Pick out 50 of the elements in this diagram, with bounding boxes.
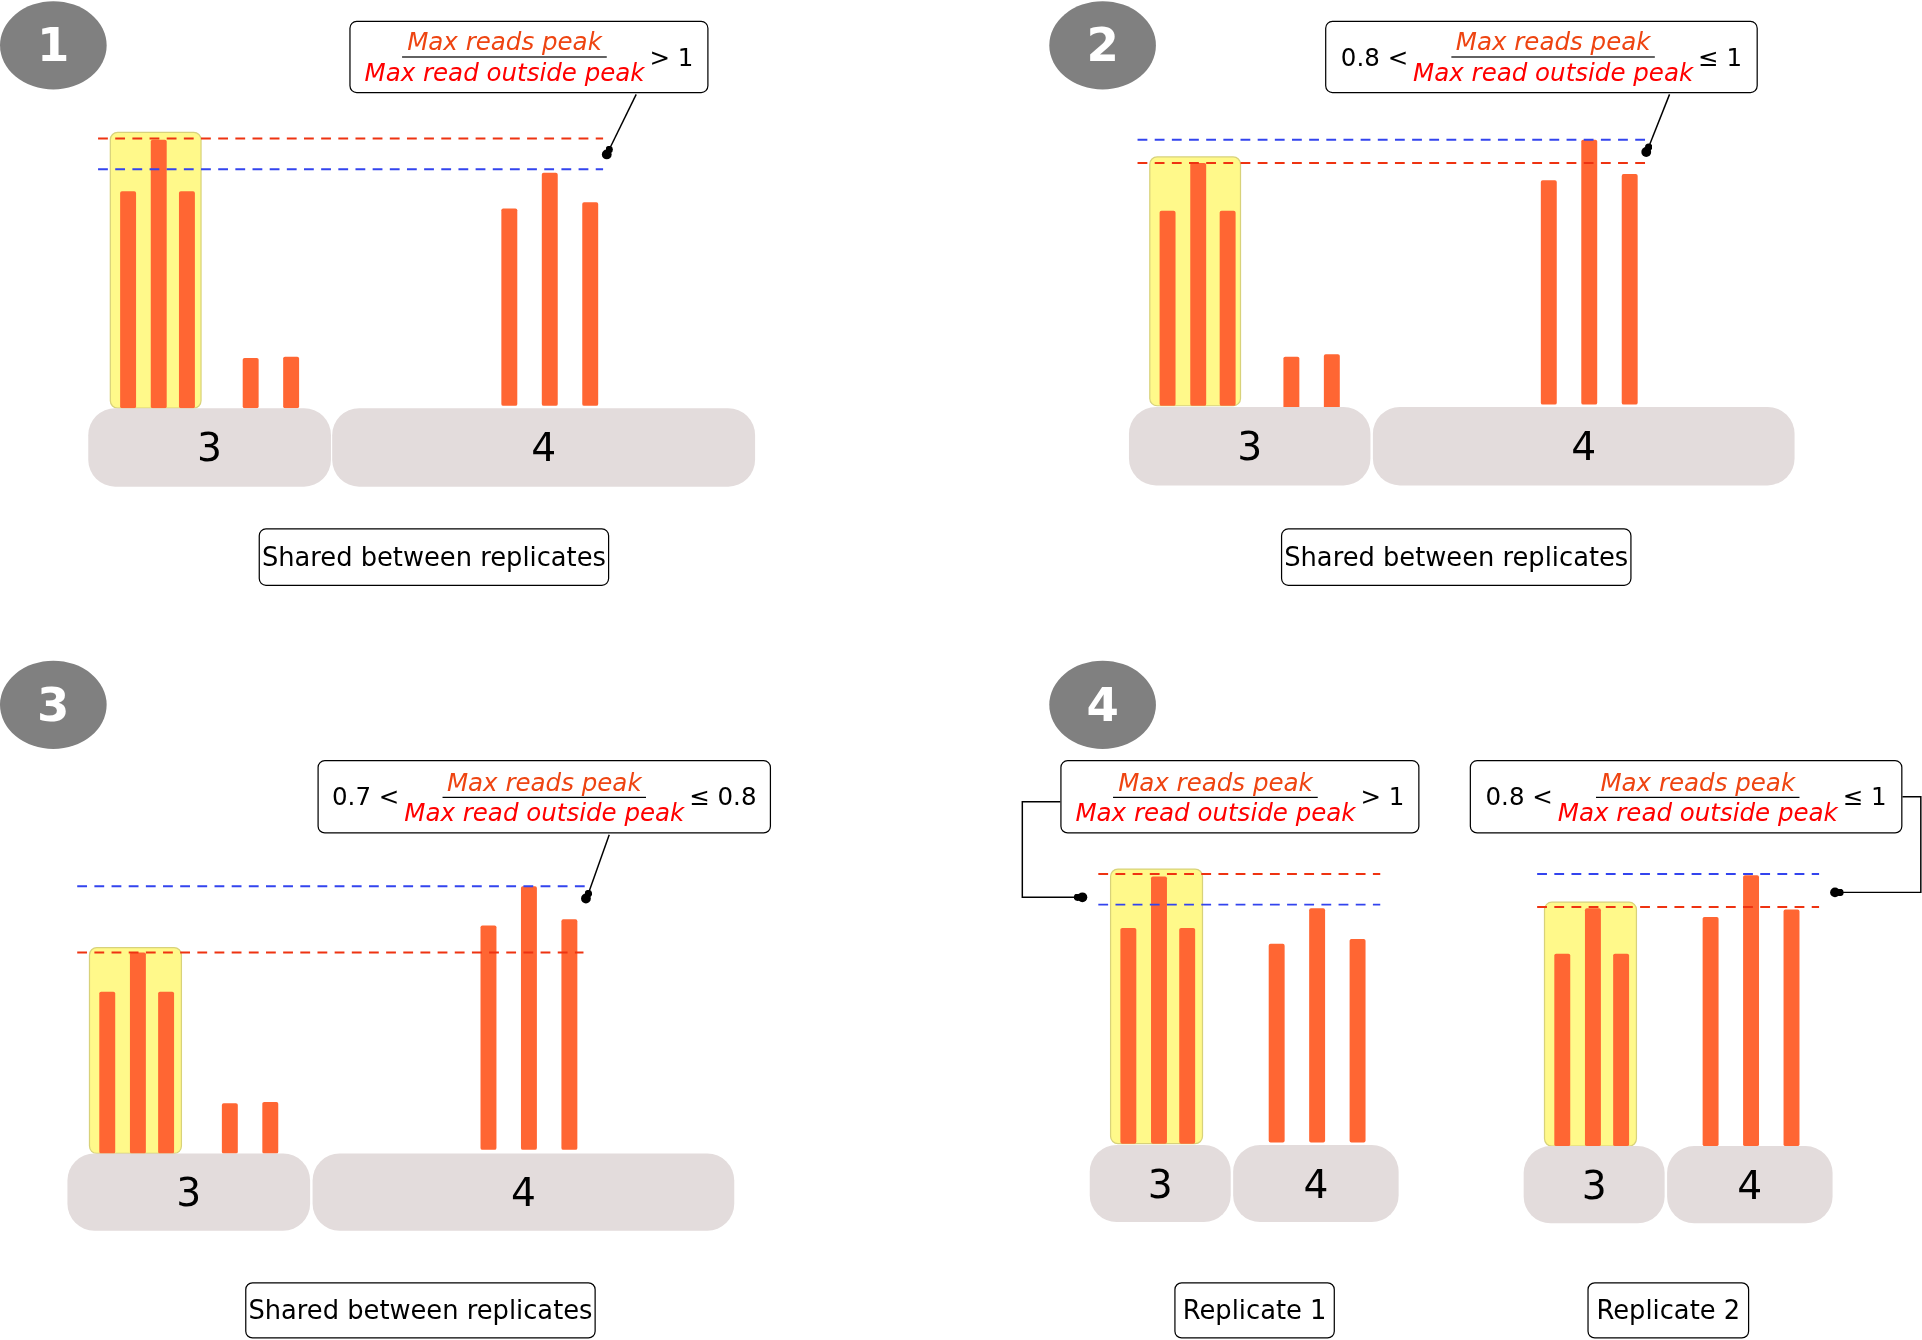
ratio-formula-box bbox=[317, 760, 772, 834]
formula-text: ≤ 1 bbox=[1698, 42, 1742, 72]
formula-text: > 1 bbox=[1360, 782, 1405, 812]
formula-denominator: Max read outside peak bbox=[404, 797, 685, 827]
region-band: 3 bbox=[88, 408, 331, 487]
ratio-formula-box bbox=[1469, 760, 1903, 834]
formula-denominator: Max read outside peak bbox=[1075, 797, 1356, 827]
panel-number-badge: 4 bbox=[1049, 660, 1156, 749]
formula-text: 0.8 < bbox=[1485, 782, 1553, 812]
caption-label: Shared between replicates bbox=[258, 528, 610, 586]
ratio-formula-box bbox=[349, 20, 709, 94]
caption-label: Replicate 2 bbox=[1587, 1282, 1750, 1339]
leader-dot bbox=[1077, 892, 1088, 903]
formula-text: 0.8 < bbox=[1340, 42, 1409, 72]
leader-dot bbox=[1641, 147, 1652, 157]
region-band: 3 bbox=[67, 1153, 311, 1231]
leader-dot bbox=[1830, 887, 1840, 898]
leader-line bbox=[584, 834, 610, 898]
region-band: 4 bbox=[1233, 1144, 1399, 1223]
leader-line bbox=[605, 93, 637, 154]
ratio-formula-box bbox=[1060, 760, 1420, 834]
formula-text: 0.7 < bbox=[332, 782, 400, 812]
formula-text: ≤ 1 bbox=[1842, 782, 1887, 812]
panel-number-badge: 3 bbox=[0, 660, 107, 749]
region-band: 4 bbox=[312, 1153, 735, 1231]
caption-label: Replicate 1 bbox=[1174, 1282, 1335, 1339]
formula-numerator: Max reads peak bbox=[1113, 766, 1318, 798]
region-band: 3 bbox=[1523, 1146, 1665, 1224]
formula-numerator: Max reads peak bbox=[402, 26, 607, 58]
region-band: 4 bbox=[332, 408, 756, 487]
formula-numerator: Max reads peak bbox=[1450, 26, 1656, 58]
formula-numerator: Max reads peak bbox=[442, 766, 647, 798]
formula-denominator: Max read outside peak bbox=[364, 57, 645, 88]
ratio-formula-box bbox=[1325, 20, 1758, 94]
region-band: 3 bbox=[1128, 406, 1371, 486]
formula-denominator: Max read outside peak bbox=[1413, 57, 1694, 88]
leader-dot bbox=[601, 149, 612, 160]
formula-denominator: Max read outside peak bbox=[1557, 797, 1838, 827]
caption-label: Shared between replicates bbox=[1280, 528, 1632, 586]
region-band: 4 bbox=[1667, 1146, 1833, 1224]
caption-label: Shared between replicates bbox=[245, 1282, 596, 1339]
formula-text: ≤ 0.8 bbox=[689, 782, 757, 812]
formula-text: > 1 bbox=[649, 42, 694, 72]
leader-dot bbox=[581, 893, 591, 904]
panel-number-badge: 2 bbox=[1049, 1, 1156, 90]
region-band: 4 bbox=[1372, 406, 1795, 486]
leader-line bbox=[1645, 93, 1671, 151]
panel-number-badge: 1 bbox=[0, 1, 107, 90]
formula-numerator: Max reads peak bbox=[1595, 766, 1800, 798]
region-band: 3 bbox=[1089, 1144, 1231, 1223]
